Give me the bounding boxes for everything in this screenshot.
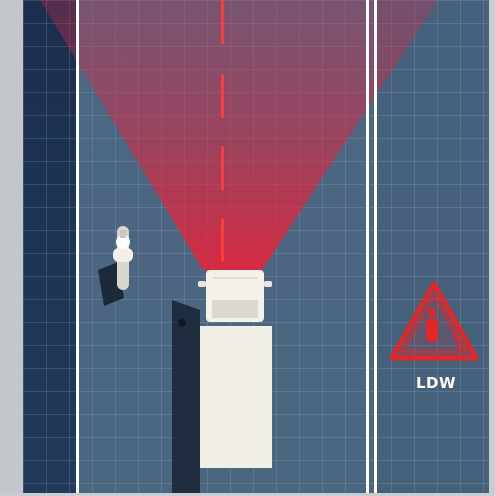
left-lane-line — [76, 0, 79, 496]
left-shoulder — [23, 0, 77, 496]
left-border — [0, 0, 23, 496]
ldw-label: LDW — [415, 374, 457, 392]
right-lane-line-outer — [374, 0, 377, 496]
warning-triangle-icon — [389, 281, 479, 361]
motorcycle-icon — [113, 226, 133, 290]
bottom-border — [0, 493, 495, 496]
truck-icon — [178, 270, 272, 468]
center-dash — [221, 0, 224, 44]
truck-shadow — [172, 300, 200, 496]
center-dash — [221, 146, 224, 190]
center-dash — [221, 74, 224, 118]
right-lane-line-inner — [366, 0, 369, 496]
right-border — [489, 0, 495, 496]
beam-cone — [40, 0, 438, 270]
right-lane — [376, 0, 489, 496]
center-dash — [221, 218, 224, 262]
